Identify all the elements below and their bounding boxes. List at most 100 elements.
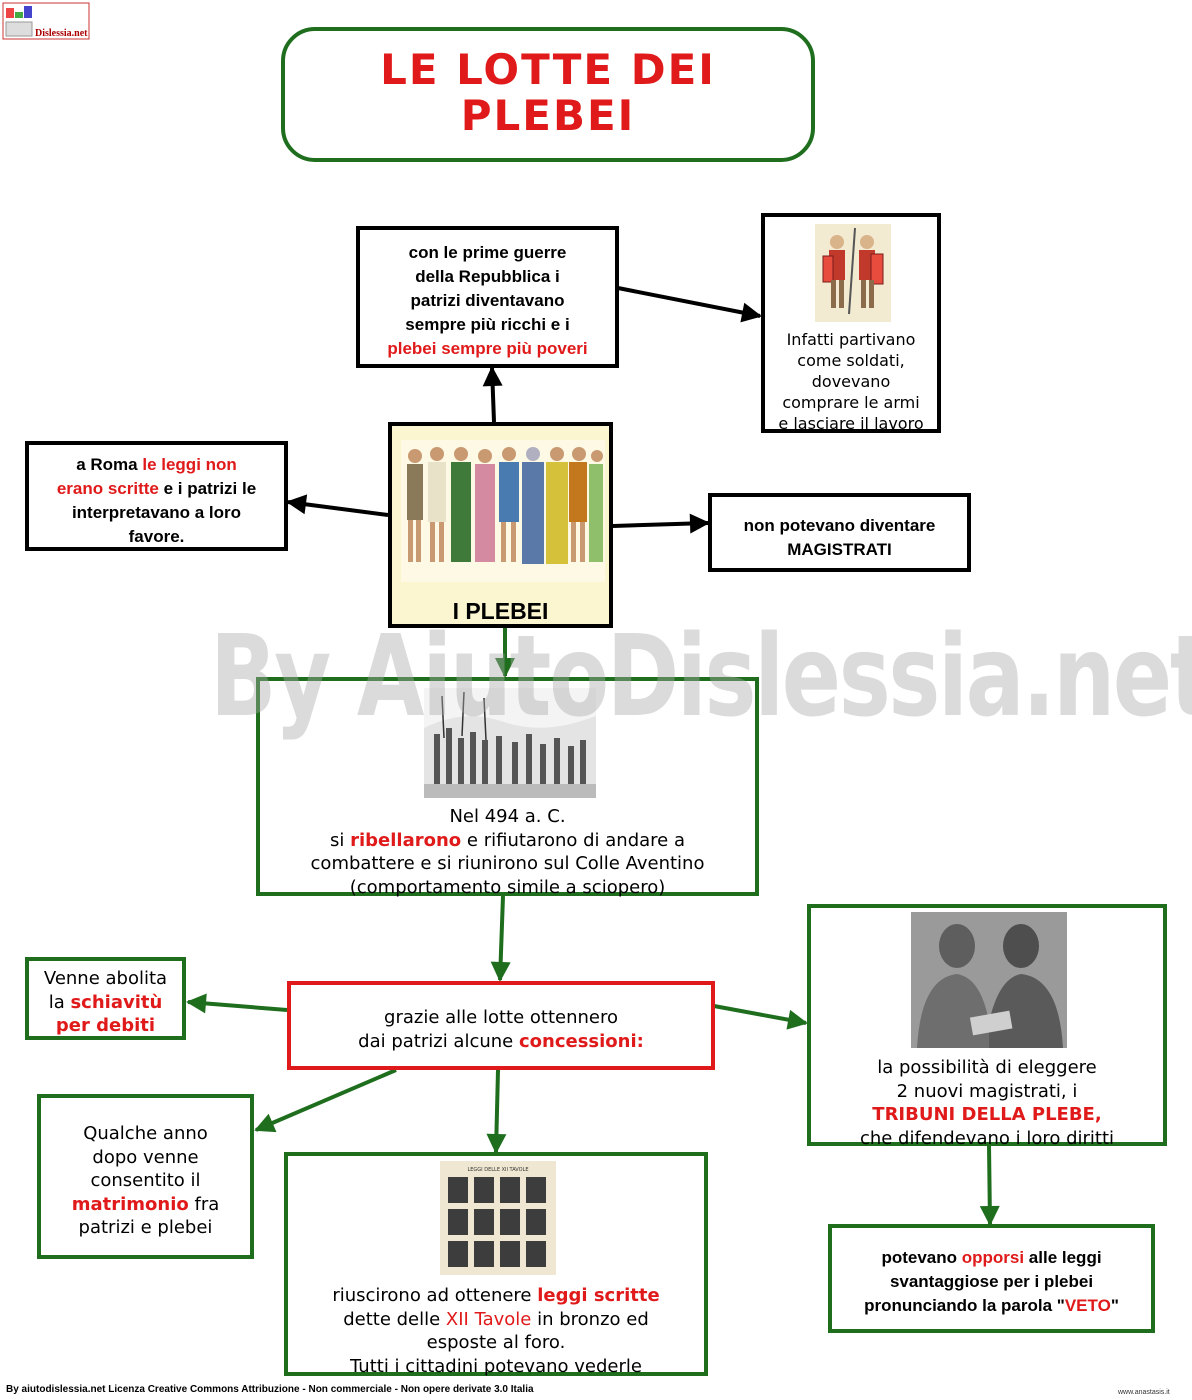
box-tribuni: la possibilità di eleggere 2 nuovi magis…: [807, 904, 1167, 1149]
tribuni-line-4: che difendevano i loro diritti: [859, 1127, 1115, 1149]
matrimonio-line-1: Qualche anno: [83, 1123, 208, 1144]
schiavitu-line-3: per debiti: [55, 1015, 156, 1036]
veto-line-3: pronunciando la parola "VETO": [832, 1294, 1151, 1318]
arrow-concessioni-to-schiavitu: [186, 993, 288, 1014]
matrimonio-text: fra: [188, 1193, 220, 1215]
title-line-1: LE LOTTE DEI: [380, 45, 716, 94]
veto-text-b: alle leggi: [1024, 1248, 1102, 1267]
veto-line-2: svantaggiose per i plebei: [889, 1272, 1094, 1291]
box-leggi: a Roma le leggi non erano scritte e i pa…: [25, 441, 288, 551]
concessioni-line-2: dai patrizi alcune concessioni:: [291, 1030, 711, 1054]
soldati-line-1: Infatti partivano: [786, 330, 916, 349]
schiavitu-line-1: Venne abolita: [43, 968, 168, 989]
arrow-center-to-guerre: [482, 366, 503, 423]
box-schiavitu: Venne abolita la schiavitù per debiti: [25, 957, 186, 1040]
leggi-line-3: interpretavano a loro: [71, 503, 242, 522]
ribellione-text-a: si: [330, 829, 351, 851]
arrow-tribuni-to-veto: [979, 1144, 1000, 1226]
soldati-line-3: dovevano: [811, 372, 891, 391]
tribuni-line-3: TRIBUNI DELLA PLEBE,: [872, 1104, 1102, 1125]
leggi-highlight-1: le leggi non: [142, 455, 237, 474]
ribellione-line-1: Nel 494 a. C.: [449, 806, 566, 827]
tribuni-line-2: 2 nuovi magistrati, i: [896, 1080, 1078, 1102]
ribellione-text: Nel 494 a. C. si ribellarono e rifiutaro…: [260, 805, 755, 899]
box-magistrati: non potevano diventare MAGISTRATI: [708, 493, 971, 572]
title-line-2: PLEBEI: [460, 91, 636, 140]
guerre-line-5: plebei sempre più poveri: [387, 339, 588, 358]
tribunes-bust-image: [911, 912, 1067, 1048]
arrow-concessioni-to-tribuni: [713, 1004, 808, 1030]
guerre-line-3: patrizi diventavano: [410, 291, 565, 310]
tavole-image-caption: LEGGI DELLE XII TAVOLE: [467, 1167, 528, 1173]
soldiers-image: [815, 224, 891, 322]
tavole-text-a: riuscirono ad ottenere: [332, 1285, 538, 1306]
concessioni-highlight: concessioni:: [518, 1030, 644, 1052]
secession-engraving: [424, 688, 596, 798]
guerre-line-2: della Repubblica i: [415, 267, 560, 286]
ribellione-line-3: combattere e si riunirono sul Colle Aven…: [310, 853, 705, 874]
tavole-line-4: Tutti i cittadini potevano vederle: [350, 1355, 642, 1377]
box-soldati: Infatti partivano come soldati, dovevano…: [761, 213, 941, 433]
license-footer: By aiutodislessia.net Licenza Creative C…: [6, 1384, 534, 1395]
matrimonio-line-3: consentito il: [90, 1170, 201, 1191]
leggi-line-2: erano scritte e i patrizi le: [29, 477, 284, 501]
ribellione-text-b: e rifiutarono di andare a: [461, 829, 685, 851]
tavole-text: riuscirono ad ottenere leggi scritte det…: [288, 1284, 704, 1378]
box-plebei-center: I PLEBEI: [388, 422, 613, 628]
tavole-line-3: esposte al foro.: [426, 1332, 566, 1353]
schiavitu-text: la: [48, 991, 71, 1013]
arrow-center-to-magistrati: [612, 513, 710, 534]
title-box: LE LOTTE DEI PLEBEI: [281, 27, 815, 162]
leggi-highlight-2: erano scritte: [56, 479, 159, 498]
matrimonio-line-4: matrimonio fra: [41, 1193, 250, 1217]
leggi-text-a: a Roma: [76, 455, 143, 474]
box-ribellione: Nel 494 a. C. si ribellarono e rifiutaro…: [256, 677, 759, 899]
plebeians-image: [401, 440, 605, 582]
matrimonio-highlight: matrimonio: [71, 1193, 189, 1215]
schiavitu-highlight: schiavitù: [70, 991, 163, 1013]
arrow-guerre-to-soldati: [617, 286, 762, 323]
tavole-text-b: dette delle: [343, 1308, 446, 1330]
tavole-highlight-1: leggi scritte: [537, 1285, 660, 1306]
tribuni-text: la possibilità di eleggere 2 nuovi magis…: [811, 1056, 1163, 1150]
veto-line-1: potevano opporsi alle leggi: [832, 1246, 1151, 1270]
veto-text-c: pronunciando la parola ": [864, 1296, 1065, 1315]
veto-text-a: potevano: [881, 1248, 962, 1267]
veto-highlight-1: opporsi: [961, 1248, 1025, 1267]
leggi-text-b: e i patrizi le: [158, 479, 257, 498]
twelve-tables-image: LEGGI DELLE XII TAVOLE: [440, 1161, 556, 1275]
ribellione-line-4: (comportamento simile a sciopero): [349, 876, 666, 898]
guerre-line-4: sempre più ricchi e i: [405, 315, 570, 334]
leggi-line-4: favore.: [128, 527, 185, 546]
tavole-line-2: dette delle XII Tavole in bronzo ed: [288, 1308, 704, 1332]
arrow-ribellione-to-concessioni: [490, 895, 511, 982]
schiavitu-line-2: la schiavitù: [29, 991, 182, 1015]
arrow-concessioni-to-matrimonio: [254, 1068, 397, 1133]
concessioni-line-1: grazie alle lotte ottennero: [384, 1007, 618, 1028]
arrow-center-to-leggi: [286, 494, 389, 517]
box-tavole: LEGGI DELLE XII TAVOLE riuscirono ad ott…: [284, 1152, 708, 1378]
ribellione-line-2: si ribellarono e rifiutarono di andare a: [260, 829, 755, 853]
ribellione-highlight: ribellarono: [350, 829, 462, 851]
matrimonio-line-2: dopo venne: [92, 1146, 199, 1168]
matrimonio-line-5: patrizi e plebei: [78, 1217, 213, 1238]
veto-highlight-2: VETO: [1064, 1296, 1111, 1315]
tavole-line-1: riuscirono ad ottenere leggi scritte: [288, 1284, 704, 1308]
site-logo: Dislessia.net: [2, 2, 90, 40]
soldati-line-4: comprare le armi: [782, 393, 920, 412]
box-veto: potevano opporsi alle leggi svantaggiose…: [828, 1224, 1155, 1333]
plebei-label: I PLEBEI: [452, 598, 549, 624]
soldati-text: Infatti partivano come soldati, dovevano…: [765, 329, 937, 434]
arrow-concessioni-to-tavole: [486, 1069, 507, 1154]
concessioni-text: dai patrizi alcune: [358, 1030, 519, 1052]
veto-text-d: ": [1110, 1296, 1119, 1315]
magistrati-line-2: MAGISTRATI: [787, 540, 892, 559]
box-guerre: con le prime guerre della Repubblica i p…: [356, 226, 619, 368]
tavole-text-c: in bronzo ed: [531, 1308, 649, 1330]
tribuni-line-1: la possibilità di eleggere: [877, 1057, 1097, 1078]
box-concessioni: grazie alle lotte ottennero dai patrizi …: [287, 981, 715, 1070]
magistrati-line-1: non potevano diventare: [743, 516, 936, 535]
leggi-line-1: a Roma le leggi non: [29, 453, 284, 477]
logo-text: Dislessia.net: [35, 28, 88, 39]
